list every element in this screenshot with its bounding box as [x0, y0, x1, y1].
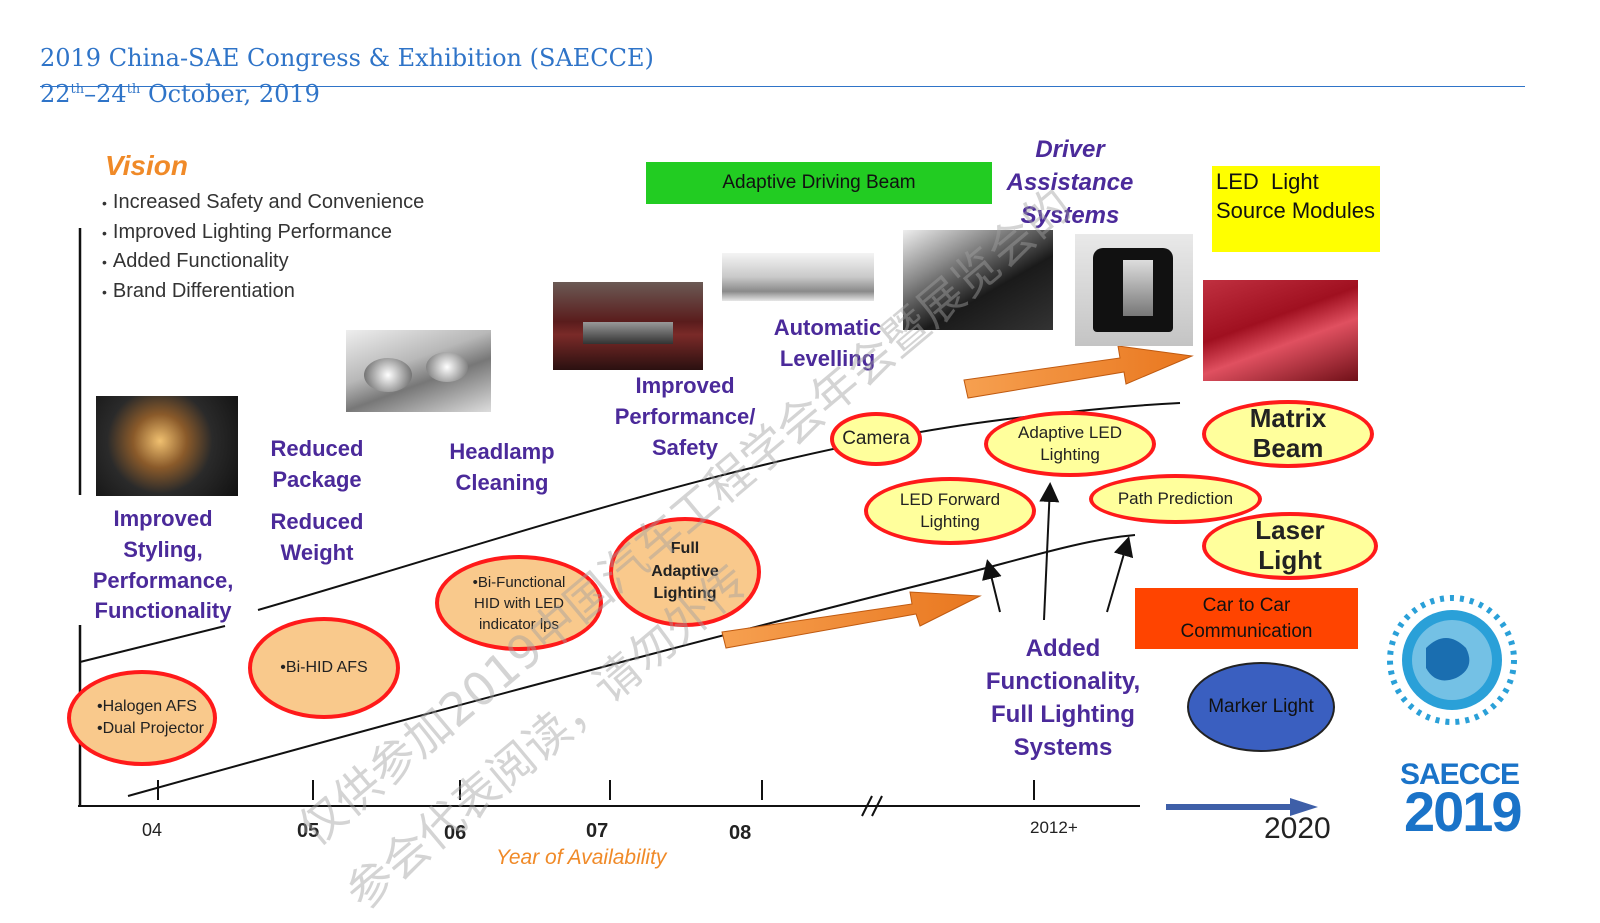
halogen-headlamp-photo	[96, 396, 238, 496]
tick-label: 05	[297, 820, 320, 842]
adaptive-led-ellipse: Adaptive LED Lighting	[984, 411, 1156, 477]
header-date: 22th–24th October, 2019	[40, 80, 320, 108]
tick-label: 07	[586, 820, 609, 842]
bi-functional-ellipse: •Bi-Functional HID with LED indicator lp…	[435, 555, 603, 651]
halogen-afs-ellipse: •Halogen AFS •Dual Projector	[67, 670, 217, 766]
headlamp-cleaning-label: Headlamp Cleaning	[449, 439, 555, 495]
driver-assistance-headlamp-photo	[903, 230, 1053, 330]
halogen-afs-text: •Halogen AFS	[97, 697, 197, 715]
vision-item: Brand Differentiation	[102, 277, 424, 307]
laser-light-ellipse: Laser Light	[1202, 512, 1378, 580]
dual-projector-text: •Dual Projector	[97, 720, 204, 737]
red-sports-car-photo	[1203, 280, 1358, 381]
logo-saecce-text: SAECCE	[1400, 758, 1520, 791]
reduced-package-label: Reduced Package	[270, 436, 364, 492]
added-functionality-label: Added Functionality, Full Lighting Syste…	[985, 635, 1141, 762]
tick-label: 2012+	[1030, 818, 1078, 837]
led-module-photo	[1075, 234, 1193, 346]
bi-hid-afs-ellipse: •Bi-HID AFS	[248, 617, 400, 719]
header-title: 2019 China-SAE Congress & Exhibition (SA…	[40, 44, 654, 72]
tick-label: 08	[729, 822, 752, 844]
driver-assistance-label: Driver Assistance Systems	[1006, 136, 1134, 229]
car-to-car-box: Car to Car Communication	[1135, 588, 1358, 649]
logo-year-text: 2019	[1404, 780, 1523, 843]
path-prediction-ellipse: Path Prediction	[1089, 474, 1262, 524]
led-forward-ellipse: LED Forward Lighting	[864, 477, 1036, 545]
adaptive-driving-beam-box: Adaptive Driving Beam	[646, 162, 992, 204]
improved-styling-label: Improved Styling, Performance, Functiona…	[92, 506, 234, 624]
vision-item: Improved Lighting Performance	[102, 218, 424, 248]
tick-label: 06	[444, 822, 467, 844]
future-year-label: 2020	[1264, 812, 1331, 845]
x-axis-label: Year of Availability	[496, 846, 667, 869]
vision-item: Added Functionality	[102, 247, 424, 277]
tick-label: 04	[142, 820, 163, 840]
matrix-beam-ellipse: Matrix Beam	[1202, 400, 1374, 468]
automatic-levelling-label: Automatic Levelling	[773, 315, 882, 371]
automatic-levelling-headlamp-photo	[722, 253, 874, 301]
camera-ellipse: Camera	[830, 412, 922, 466]
vision-title: Vision	[105, 150, 188, 181]
saecce-globe-logo	[1387, 595, 1517, 725]
marker-light-ellipse: Marker Light	[1187, 662, 1335, 752]
header-divider	[40, 86, 1525, 87]
vision-item: Increased Safety and Convenience	[102, 188, 424, 218]
full-adaptive-ellipse: Full Adaptive Lighting	[609, 517, 761, 627]
vision-list: Increased Safety and Convenience Improve…	[102, 188, 424, 306]
cadillac-car-photo	[553, 282, 703, 370]
improved-performance-label: Improved Performance/ Safety	[614, 373, 756, 460]
reduced-package-headlamp-photo	[346, 330, 491, 412]
reduced-weight-label: Reduced Weight	[270, 509, 364, 565]
led-light-source-box: LED Light Source Modules	[1212, 166, 1380, 252]
